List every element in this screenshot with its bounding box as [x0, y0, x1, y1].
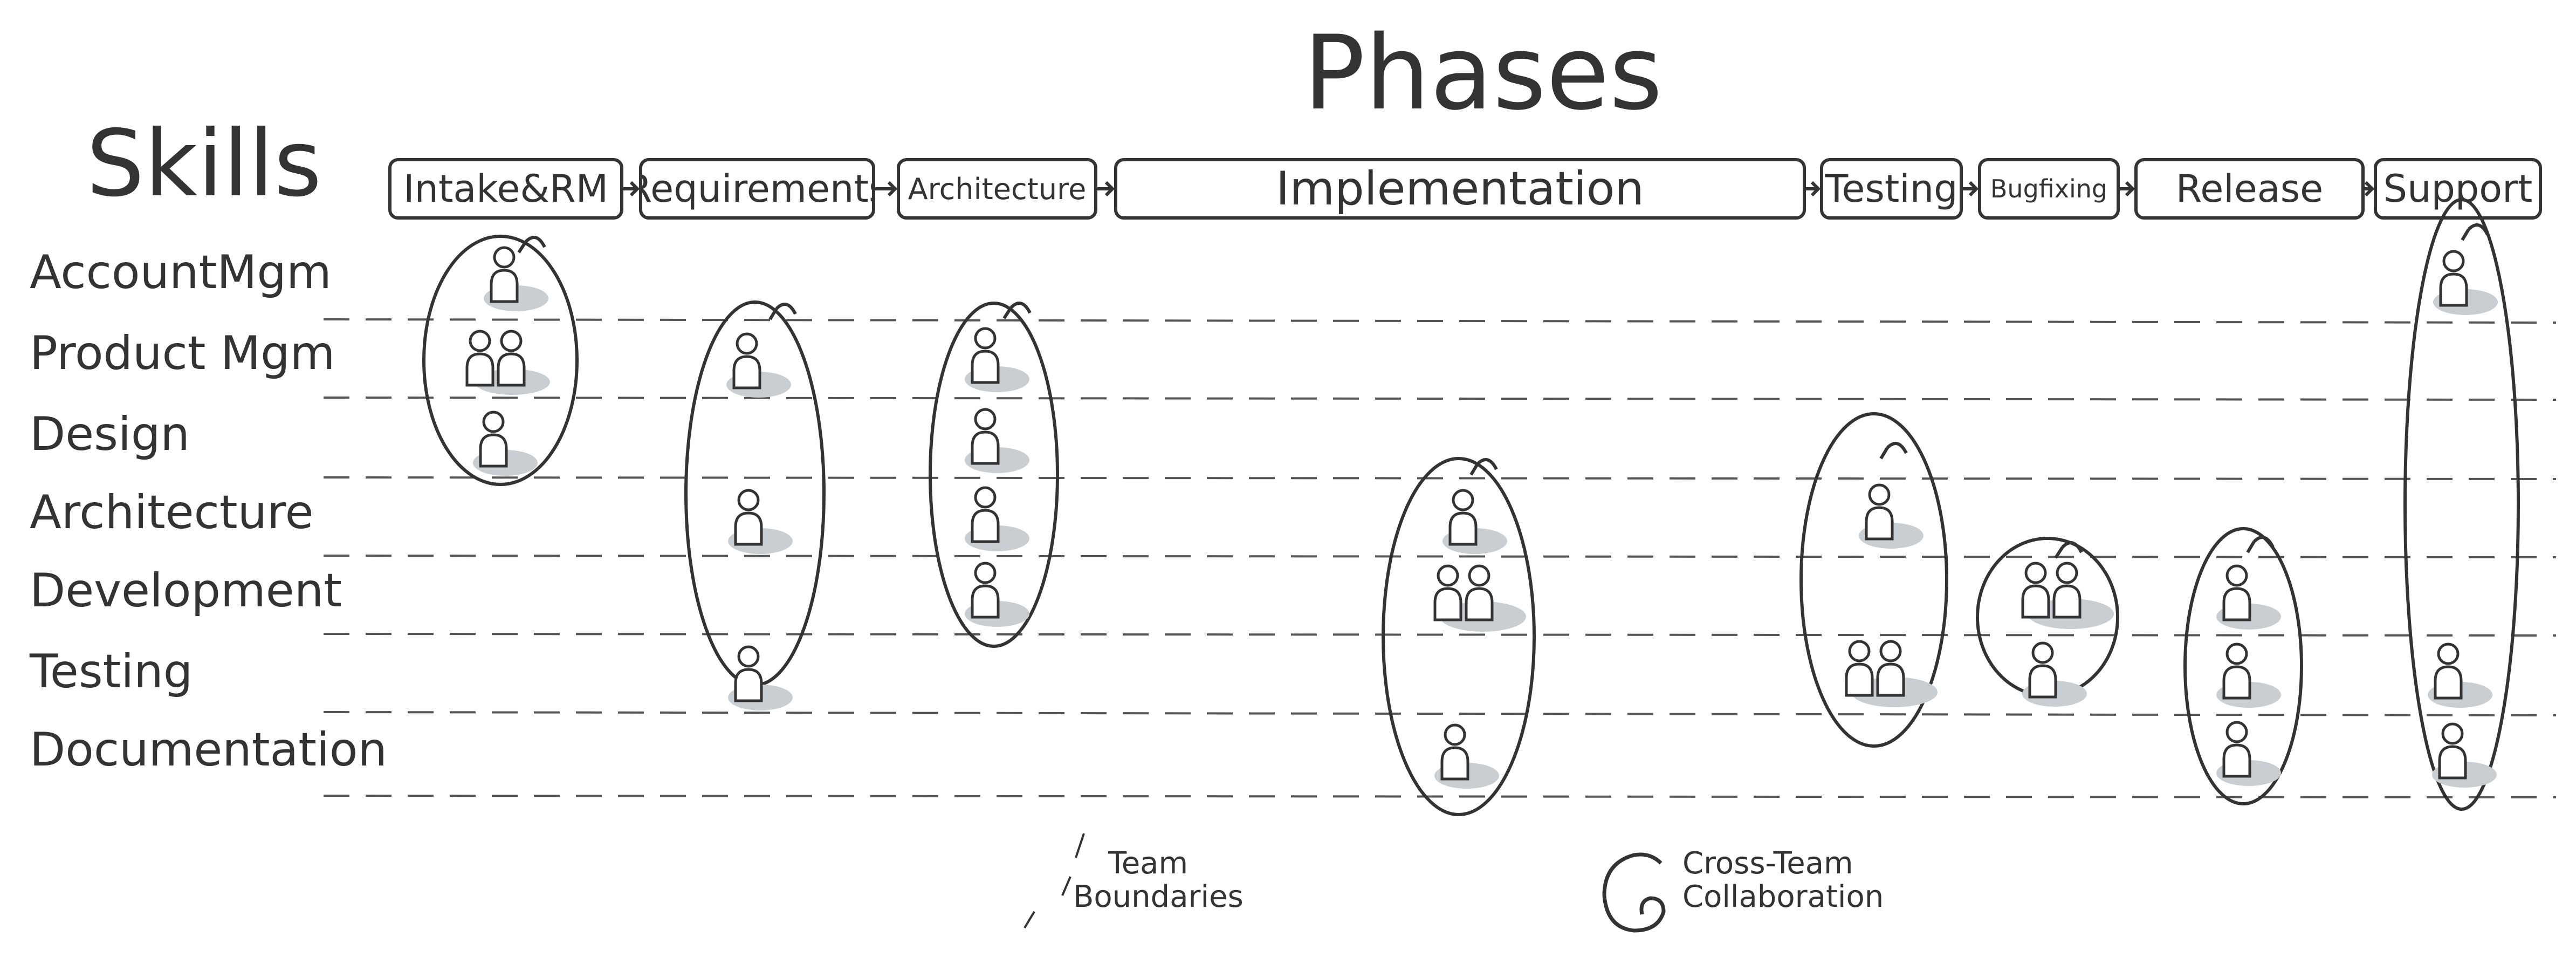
phase-release: Release — [2134, 158, 2365, 220]
team-ellipse-release — [2183, 527, 2303, 805]
skill-testing: Testing — [30, 645, 193, 699]
person-group — [2216, 722, 2281, 786]
person-group — [1442, 490, 1507, 554]
phase-architecture: Architecture — [897, 158, 1097, 220]
person-group — [2432, 724, 2497, 788]
team-ellipse-intake — [422, 235, 579, 486]
person-group — [2433, 251, 2498, 315]
skill-documentation: Documentation — [30, 723, 387, 777]
phase-connector-arrows — [623, 181, 2375, 197]
skill-design: Design — [30, 407, 190, 461]
legend-team-boundaries: Team — [1108, 847, 1188, 880]
person-group — [965, 563, 1029, 627]
legend-team-boundaries-2: Boundaries — [1073, 880, 1244, 914]
phase-requirements: Requirements — [639, 158, 875, 220]
person-group — [965, 409, 1029, 473]
person-group — [2023, 563, 2114, 629]
team-ellipses — [422, 198, 2520, 816]
skill-architecture: Architecture — [30, 486, 314, 539]
diagram-title: Phases — [1303, 13, 1663, 133]
legend-cross-team: Cross-Team Collaboration — [1682, 847, 1884, 914]
team-ellipse-support — [2403, 198, 2520, 811]
phase-implementation: Implementation — [1114, 158, 1806, 220]
team-ellipse-implementation — [1382, 457, 1536, 816]
team-ellipse-architecture — [929, 302, 1059, 648]
skill-account-mgm: AccountMgm — [30, 245, 332, 299]
phase-support: Support — [2374, 158, 2542, 220]
person-group — [2216, 644, 2281, 708]
team-ellipse-testing — [1799, 412, 1948, 748]
phase-bugfixing: Bugfixing — [1978, 158, 2120, 220]
person-group — [2428, 644, 2492, 708]
person-group — [965, 488, 1029, 551]
person-group — [1859, 485, 1924, 549]
person-group — [473, 412, 538, 476]
person-group — [726, 334, 791, 398]
legend-team-boundaries-line2: Boundaries — [1073, 879, 1244, 914]
person-group — [484, 248, 548, 311]
person-group — [1434, 725, 1499, 789]
person-group — [2022, 643, 2087, 707]
person-group — [728, 647, 793, 710]
legend-team-boundaries-line1: Team — [1108, 846, 1189, 881]
person-group — [2216, 566, 2281, 630]
legend-cross-team-line1: Cross-Team — [1682, 846, 1853, 881]
person-group — [1846, 641, 1938, 707]
legend-cross-team-line2: Collaboration — [1682, 879, 1884, 914]
skill-development: Development — [30, 564, 342, 618]
team-boundary-lines — [323, 318, 2557, 798]
cross-team-legend-icon — [1602, 852, 1666, 933]
phase-intake: Intake&RM — [388, 158, 623, 220]
person-group — [965, 329, 1029, 392]
person-group — [467, 331, 550, 395]
phase-testing: Testing — [1820, 158, 1963, 220]
person-group — [1435, 566, 1526, 632]
people-groups — [467, 248, 2498, 789]
team-boundary-legend-icon — [1023, 833, 1085, 929]
skills-axis-title: Skills — [86, 111, 322, 217]
skill-product-mgm: Product Mgm — [30, 326, 335, 380]
person-group — [728, 490, 793, 554]
